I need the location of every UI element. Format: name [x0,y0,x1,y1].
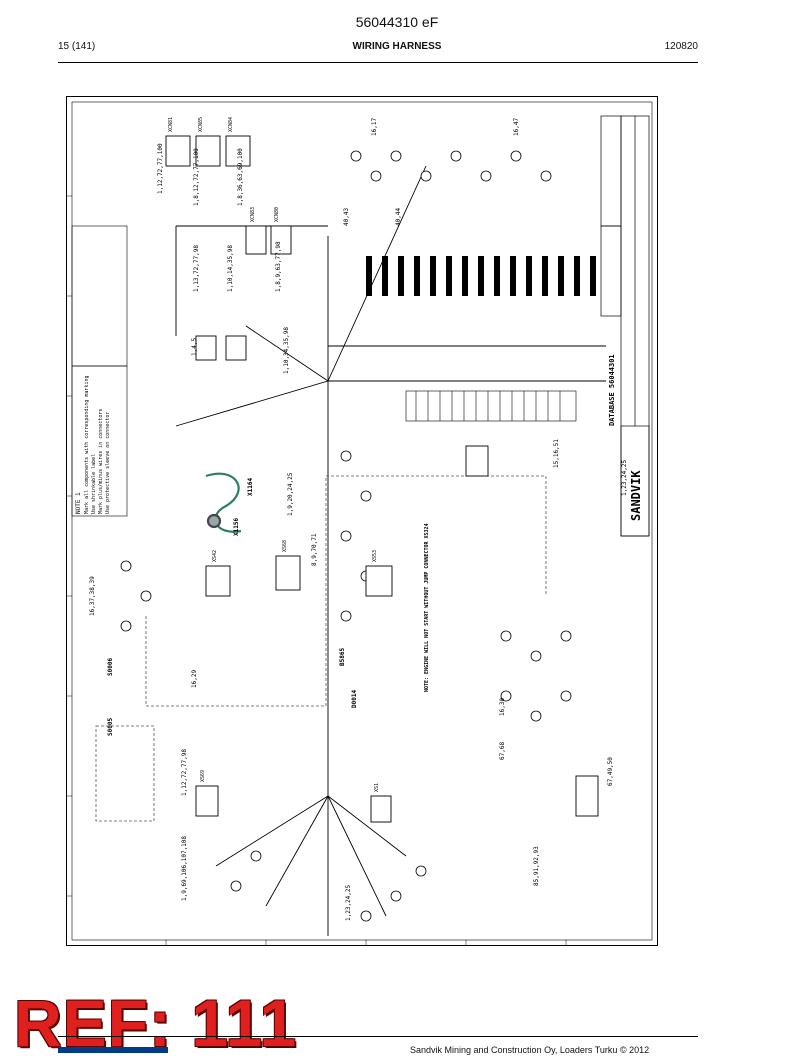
part-label: D0014 [351,690,358,708]
note-line: Mark plus/minus wires in connectors [98,409,104,514]
part-labels: S0006 X1156 X1164 B5865 D0014 S0005 [107,478,358,736]
wire-group-label: 1,23,24,25 [621,459,628,496]
connector-label: XCN83 [250,207,256,222]
wire-group-label: 1,8,9,63,77,98 [275,241,282,292]
splice-nodes [120,150,572,922]
connector-label: XS42 [212,550,218,562]
frame-ticks [66,195,567,946]
wire-group-label: 1,9,20,24,25 [287,472,294,516]
footer-copyright: Sandvik Mining and Construction Oy, Load… [410,1045,650,1055]
wire-group-label: 40,44 [395,208,402,226]
note-line: Use protective sleeve on connector [105,412,111,514]
wire-group-label: 1,12,72,77,100 [157,143,164,194]
page-number: 15 (141) [58,41,96,52]
wire-group-label: 15,16,51 [553,439,560,468]
document-number: 56044310 eF [355,14,439,30]
drawing-inner-frame [71,101,653,941]
drawing-frame [66,96,658,946]
wire-group-label: 16,47 [513,118,520,136]
wire-group-label: 16,29 [191,670,198,688]
connector-labels: XCN81 XCN85 XCN84 XCN83 XCN80 XS42 XS68 … [168,117,380,792]
wire-group-label: 16,17 [371,118,378,136]
part-label: X1156 [233,518,240,536]
wire-group-label: 1,13,72,77,98 [193,245,200,292]
engine-note: NOTE: ENGINE WILL NOT START WITHOUT JUMP… [424,523,430,692]
part-label: S0006 [107,658,114,676]
wire-group-label: 67,49,50 [607,757,614,786]
wire-group-label: 1,23,24,25 [345,884,352,921]
connector-block-row [366,256,596,296]
wire-group-label: 1,10,34,35,98 [283,327,290,374]
database-label: DATABASE 56044301 [608,354,616,426]
wire-group-label: 85,91,92,93 [533,846,540,886]
connector-label: XS53 [372,550,378,562]
wire-group-label: 16,37,38,39 [89,576,96,616]
title-block [600,115,650,537]
connector-label: XCN81 [168,117,174,132]
notes-lines: Mark all components with corresponding m… [84,376,111,514]
note-line: Use shrinkable label [91,454,97,514]
connector-label: XCN85 [198,117,204,132]
note-line: Mark all components with corresponding m… [84,376,90,514]
connector-label: XS1 [374,783,380,792]
connector-label: XS68 [282,540,288,552]
part-label: X1164 [247,478,254,496]
wire-group-label: 1,8,36,63,69,100 [237,148,244,206]
header-divider [58,62,698,63]
notes-box [71,225,128,517]
wire-group-label: 40,43 [343,208,350,226]
dashed-boundary [95,475,547,822]
wiring-harness-drawing: SANDVIK DATABASE 56044301 NOTE 1 Mark al… [66,96,658,946]
sandvik-logo-strip [58,1047,168,1053]
wire-group-label: 1,8,12,72,77,100 [193,148,200,206]
wire-group-label: 1,10,14,35,98 [227,245,234,292]
connector-label: XS69 [200,770,206,782]
connector-label: XCN84 [228,117,234,132]
wire-group-label: 1,4,5 [191,338,198,356]
part-label: B5865 [339,648,346,666]
connector-label: XCN80 [274,207,280,222]
notes-title: NOTE 1 [75,492,82,514]
harness-trunk [175,165,606,936]
wire-group-labels: 1,12,72,77,100 1,8,12,72,77,100 1,8,36,6… [89,118,628,921]
wire-group-label: 1,12,72,77,98 [181,749,188,796]
connector-housings [165,135,599,823]
section-title: WIRING HARNESS [352,41,442,52]
connector-block-row-2 [405,390,577,422]
document-date: 120820 [664,41,698,52]
sensor-photo [205,472,242,533]
brand-label: SANDVIK [629,470,643,521]
wire-group-label: 8,9,70,71 [311,533,318,566]
part-label: S0005 [107,718,114,736]
footer-divider [58,1036,698,1037]
wire-group-label: 67,68 [499,742,506,760]
wire-group-label: 1,9,69,106,107,108 [181,836,188,901]
wire-group-label: 16,30 [499,698,506,716]
